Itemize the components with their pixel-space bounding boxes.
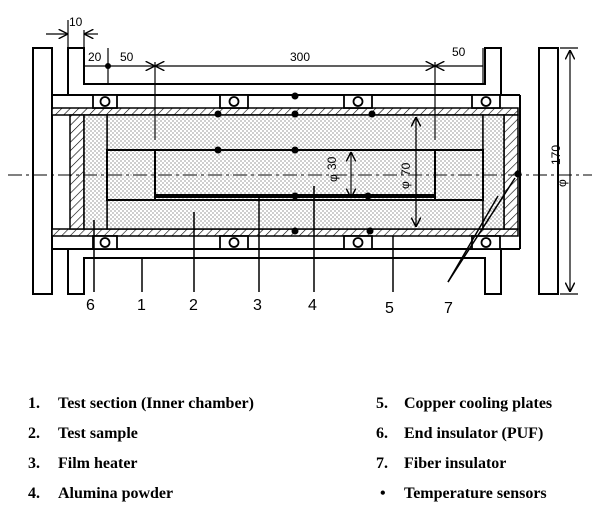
dim-70-phi: φ (398, 181, 412, 189)
callout-4: 4 (308, 297, 317, 314)
legend-text: Test section (Inner chamber) (58, 395, 254, 412)
callout-3: 3 (253, 297, 262, 314)
legend-item-7: 7. Fiber insulator (376, 455, 506, 473)
alumina-powder-region (106, 114, 484, 230)
dim-170-phi: φ (555, 179, 569, 187)
chamber-walls (68, 94, 501, 250)
dim-70: 70 (399, 162, 413, 176)
end-insulator-left (69, 114, 85, 230)
legend-item-2: 2. Test sample (28, 425, 138, 443)
dim-20: 20 (88, 50, 102, 64)
legend-text: Alumina powder (58, 485, 174, 502)
temperature-sensors (105, 63, 522, 235)
callout-7: 7 (444, 300, 453, 317)
callout-1: 1 (137, 297, 146, 314)
legend-num: 1. (28, 395, 40, 412)
legend-text: End insulator (PUF) (404, 425, 544, 442)
dimension-lines (46, 20, 578, 295)
dim-300: 300 (290, 50, 310, 64)
outer-chamber (32, 47, 559, 295)
legend-text: Fiber insulator (404, 455, 507, 472)
callout-5: 5 (385, 300, 394, 317)
dim-30-phi: φ (326, 174, 340, 182)
dim-10: 10 (69, 15, 83, 29)
callout-6: 6 (86, 297, 95, 314)
legend-num: 4. (28, 485, 40, 502)
callout-2: 2 (189, 297, 198, 314)
legend-text: Film heater (58, 455, 138, 472)
legend-num: 6. (376, 425, 388, 442)
legend-text: Copper cooling plates (404, 395, 553, 412)
legend-item-3: 3. Film heater (28, 455, 138, 473)
legend-item-6: 6. End insulator (PUF) (376, 425, 543, 443)
legend-num: 7. (376, 455, 388, 472)
bolts (92, 94, 501, 250)
legend-bullet-icon: • (380, 485, 386, 502)
dim-30: 30 (325, 156, 339, 170)
legend-item-sensors: • Temperature sensors (380, 485, 547, 503)
legend-num: 2. (28, 425, 40, 442)
bottom-wall-hatch (51, 228, 519, 237)
dim-50-right: 50 (452, 45, 466, 59)
fiber-insulator-left (83, 114, 108, 230)
leader-lines (93, 177, 516, 292)
top-wall-hatch (51, 107, 519, 116)
legend-item-1: 1. Test section (Inner chamber) (28, 395, 254, 413)
legend-text: Test sample (58, 425, 138, 442)
legend-num: 3. (28, 455, 40, 472)
dim-170: 170 (549, 145, 563, 165)
legend-item-5: 5. Copper cooling plates (376, 395, 552, 413)
dim-50-left: 50 (120, 50, 134, 64)
legend-item-4: 4. Alumina powder (28, 485, 173, 503)
legend-text: Temperature sensors (404, 485, 547, 502)
legend-num: 5. (376, 395, 388, 412)
